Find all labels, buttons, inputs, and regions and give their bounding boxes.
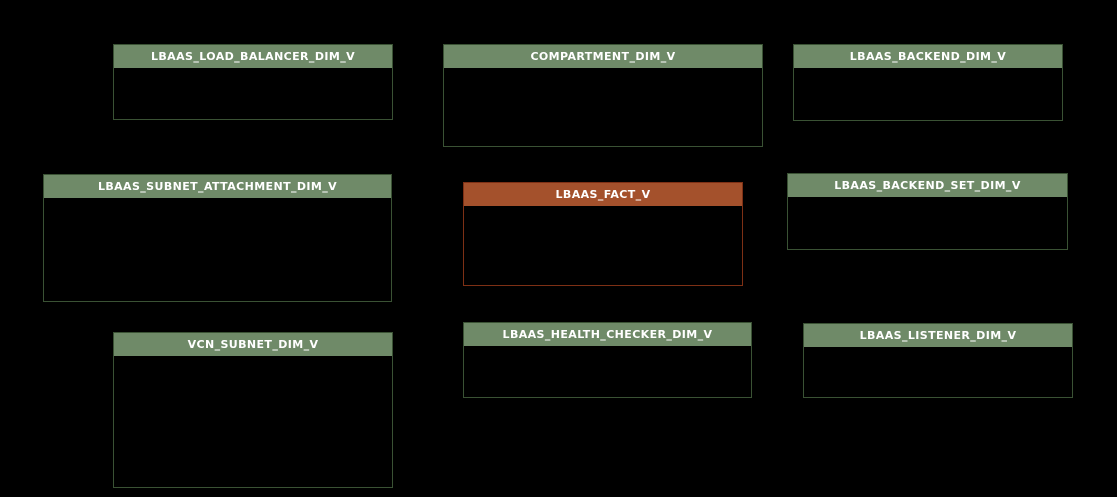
entity-title: LBAAS_LISTENER_DIM_V [859,329,1017,342]
entity-title: LBAAS_HEALTH_CHECKER_DIM_V [502,328,713,341]
entity-header: LBAAS_LISTENER_DIM_V [804,324,1072,347]
entity-header: LBAAS_BACKEND_DIM_V [794,45,1062,68]
entity-title: LBAAS_LOAD_BALANCER_DIM_V [150,50,356,63]
entity-title: COMPARTMENT_DIM_V [530,50,676,63]
entity-lbaas-health-checker-dim-v[interactable]: LBAAS_HEALTH_CHECKER_DIM_V [463,322,752,398]
entity-title: LBAAS_SUBNET_ATTACHMENT_DIM_V [97,180,338,193]
entity-lbaas-fact-v[interactable]: LBAAS_FACT_V [463,182,743,286]
entity-header: LBAAS_LOAD_BALANCER_DIM_V [114,45,392,68]
entity-title: LBAAS_BACKEND_DIM_V [849,50,1007,63]
entity-header: LBAAS_BACKEND_SET_DIM_V [788,174,1067,197]
entity-lbaas-backend-dim-v[interactable]: LBAAS_BACKEND_DIM_V [793,44,1063,121]
entity-title: LBAAS_BACKEND_SET_DIM_V [834,179,1021,192]
entity-header: COMPARTMENT_DIM_V [444,45,762,68]
entity-title: LBAAS_FACT_V [555,188,651,201]
entity-lbaas-listener-dim-v[interactable]: LBAAS_LISTENER_DIM_V [803,323,1073,398]
entity-header: LBAAS_FACT_V [464,183,742,206]
entity-compartment-dim-v[interactable]: COMPARTMENT_DIM_V [443,44,763,147]
entity-vcn-subnet-dim-v[interactable]: VCN_SUBNET_DIM_V [113,332,393,488]
entity-lbaas-load-balancer-dim-v[interactable]: LBAAS_LOAD_BALANCER_DIM_V [113,44,393,120]
entity-lbaas-subnet-attachment-dim-v[interactable]: LBAAS_SUBNET_ATTACHMENT_DIM_V [43,174,392,302]
entity-lbaas-backend-set-dim-v[interactable]: LBAAS_BACKEND_SET_DIM_V [787,173,1068,250]
entity-title: VCN_SUBNET_DIM_V [187,338,319,351]
entity-header: VCN_SUBNET_DIM_V [114,333,392,356]
entity-header: LBAAS_HEALTH_CHECKER_DIM_V [464,323,751,346]
entity-header: LBAAS_SUBNET_ATTACHMENT_DIM_V [44,175,391,198]
